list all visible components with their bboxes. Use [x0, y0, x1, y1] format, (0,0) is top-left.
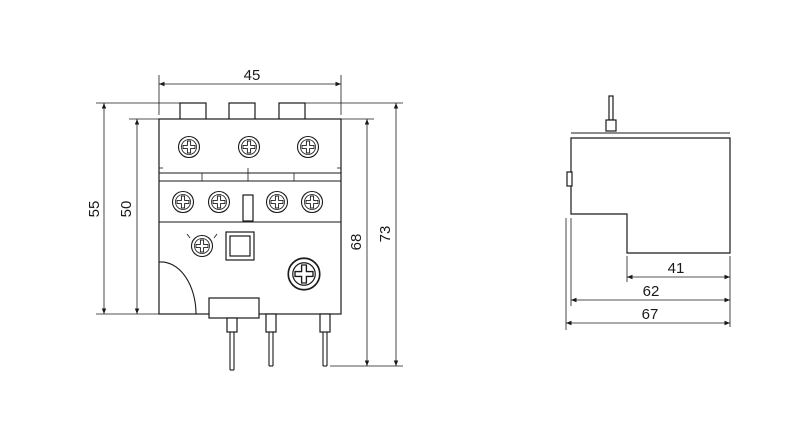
dim-height-73: 73: [377, 226, 394, 243]
pin-left: [226, 317, 238, 371]
dim-height-55: 55: [86, 201, 103, 218]
side-dimensions: 41 62 67: [565, 218, 731, 330]
dim-height-68: 68: [348, 234, 365, 251]
screw-mid-1: [171, 190, 195, 214]
screw-top-3: [296, 135, 320, 159]
screw-lower: [287, 257, 321, 291]
center-slot: [242, 194, 254, 222]
screw-mid-4: [300, 190, 324, 214]
side-latch: [566, 171, 573, 187]
front-view: [158, 102, 342, 371]
side-body: [570, 137, 731, 254]
dim-depth-62: 62: [643, 283, 660, 300]
reset-button-inner: [229, 235, 251, 257]
top-tab-3: [278, 102, 306, 121]
dim-depth-67: 67: [642, 306, 659, 323]
dim-depth-41: 41: [668, 260, 685, 277]
front-dimensions: 45 55 50 68 73: [86, 67, 403, 367]
dim-height-50: 50: [118, 201, 135, 218]
side-view: [566, 95, 731, 254]
side-post: [608, 95, 614, 121]
pin-right: [319, 313, 331, 367]
screw-mid-3: [265, 190, 289, 214]
lower-left-arc: [158, 261, 197, 315]
dim-width-45: 45: [244, 67, 261, 84]
screw-mid-2: [207, 190, 231, 214]
bottom-connector: [208, 297, 260, 319]
adjust-dial: [190, 234, 214, 258]
screw-top-2: [237, 135, 261, 159]
top-tab-1: [179, 102, 207, 121]
pin-center: [265, 313, 277, 367]
screw-top-1: [177, 135, 201, 159]
top-tab-2: [228, 102, 256, 121]
